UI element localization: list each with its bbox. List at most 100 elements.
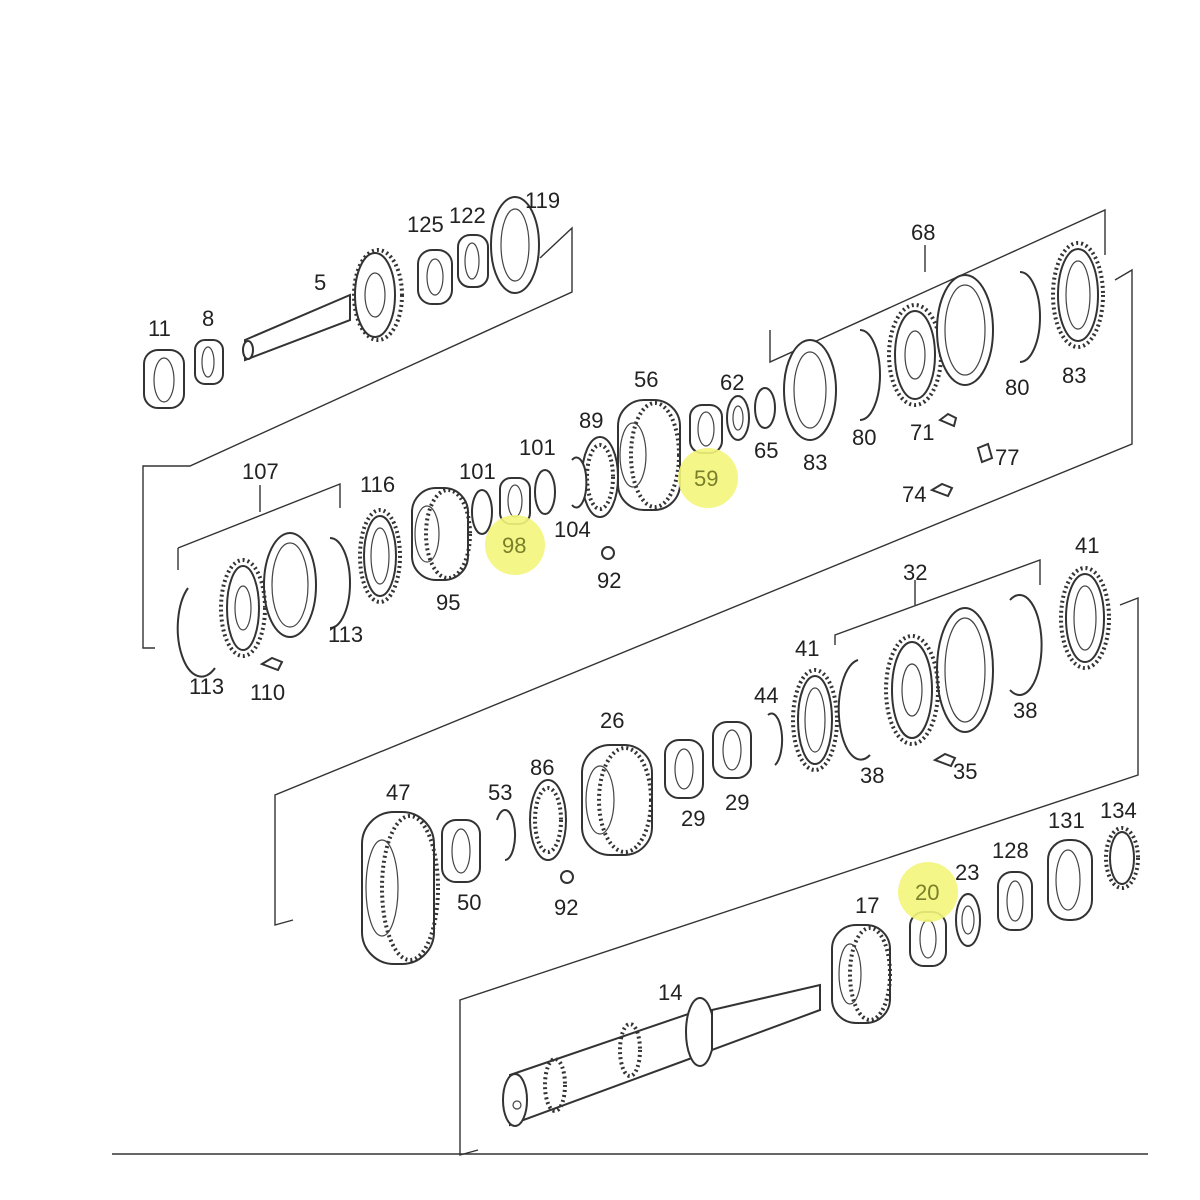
highlight-20 [898, 862, 958, 922]
part-128-bearing [997, 871, 1033, 931]
highlight-59 [678, 448, 738, 508]
label-131: 131 [1048, 808, 1085, 833]
label-71: 71 [910, 420, 934, 445]
label-38-a: 38 [1013, 698, 1037, 723]
part-92-ball-a [601, 546, 615, 560]
part-125-ring [417, 249, 453, 305]
part-41-ring-a [1059, 566, 1111, 670]
row4-parts [502, 826, 1140, 1127]
label-32: 32 [903, 560, 927, 585]
label-92-b: 92 [554, 895, 578, 920]
label-89: 89 [579, 408, 603, 433]
part-104-clip [571, 456, 588, 509]
label-110: 110 [250, 680, 285, 705]
label-68: 68 [911, 220, 935, 245]
label-92-a: 92 [597, 568, 621, 593]
label-80-a: 80 [852, 425, 876, 450]
label-17: 17 [855, 893, 879, 918]
part-83-ring-a [783, 339, 837, 441]
label-41-a: 41 [1075, 533, 1099, 558]
label-125: 125 [407, 212, 444, 237]
part-107-hub [219, 558, 267, 658]
label-26: 26 [600, 708, 624, 733]
highlights [485, 448, 958, 922]
label-20: 20 [915, 880, 939, 905]
part-23-washer [955, 893, 981, 947]
part-101-washer-a [534, 469, 556, 515]
part-131-ring [1047, 839, 1093, 921]
label-95: 95 [436, 590, 460, 615]
label-56: 56 [634, 367, 658, 392]
part-65-ring [754, 387, 776, 429]
part-32-hub [884, 634, 940, 746]
label-104: 104 [554, 517, 591, 542]
label-50: 50 [457, 890, 481, 915]
part-83-ring-b [1051, 241, 1105, 349]
label-29-b: 29 [725, 790, 749, 815]
part-80-clip-a [859, 329, 881, 421]
label-14: 14 [658, 980, 682, 1005]
label-83-a: 83 [803, 450, 827, 475]
part-95-gear [411, 487, 472, 581]
label-107: 107 [242, 459, 279, 484]
label-35: 35 [953, 759, 977, 784]
highlight-98 [485, 515, 545, 575]
label-41-b: 41 [795, 636, 819, 661]
part-14-main-shaft [502, 983, 821, 1127]
part-5-input-shaft [242, 248, 404, 362]
part-labels: 11 8 5 125 122 119 68 83 80 71 80 83 77 … [148, 188, 1137, 1005]
part-17-gear [831, 924, 892, 1024]
part-113-clip-b [176, 587, 216, 678]
part-110-key [259, 656, 284, 672]
label-98: 98 [502, 533, 526, 558]
label-134: 134 [1100, 798, 1137, 823]
label-47: 47 [386, 780, 410, 805]
part-47-gear [361, 811, 440, 965]
row2-parts [176, 241, 1105, 678]
part-62-washer [726, 395, 750, 441]
label-116: 116 [360, 472, 395, 497]
label-62: 62 [720, 370, 744, 395]
label-23: 23 [955, 860, 979, 885]
label-113-b: 113 [189, 674, 224, 699]
row3-parts [361, 566, 1111, 965]
part-53-clip [496, 809, 516, 861]
label-74: 74 [902, 482, 926, 507]
label-101-a: 101 [519, 435, 556, 460]
part-116-ring [358, 508, 402, 604]
row1-parts [143, 196, 540, 409]
label-11: 11 [148, 316, 171, 341]
part-29-bearing-a [712, 721, 752, 779]
label-65: 65 [754, 438, 778, 463]
part-32-sleeve [936, 607, 994, 733]
part-29-bearing-b [664, 739, 704, 799]
part-38-clip-b [837, 659, 871, 761]
part-50-bearing [441, 819, 481, 883]
part-134-gear [1104, 826, 1140, 890]
part-11-ring [143, 349, 185, 409]
bracket-lines [112, 208, 1148, 1156]
part-119-ring [490, 196, 540, 294]
part-35-key [932, 752, 957, 768]
label-44: 44 [754, 683, 778, 708]
label-86: 86 [530, 755, 554, 780]
part-101-washer-b [471, 489, 493, 535]
part-92-ball-b [560, 870, 574, 884]
part-8-bearing [194, 339, 224, 385]
part-38-clip-a [1009, 594, 1043, 696]
label-38-b: 38 [860, 763, 884, 788]
label-80-b: 80 [1005, 375, 1029, 400]
part-107-sleeve [263, 532, 317, 638]
part-26-gear [581, 744, 653, 856]
part-113-clip-a [329, 537, 351, 629]
label-29-a: 29 [681, 806, 705, 831]
label-53: 53 [488, 780, 512, 805]
part-41-ring-b [791, 668, 839, 772]
label-8: 8 [202, 306, 214, 331]
label-59: 59 [694, 466, 718, 491]
label-77: 77 [995, 445, 1019, 470]
label-83-b: 83 [1062, 363, 1086, 388]
label-5: 5 [314, 270, 326, 295]
part-sleeve-68 [936, 274, 994, 386]
label-119: 119 [525, 188, 560, 213]
